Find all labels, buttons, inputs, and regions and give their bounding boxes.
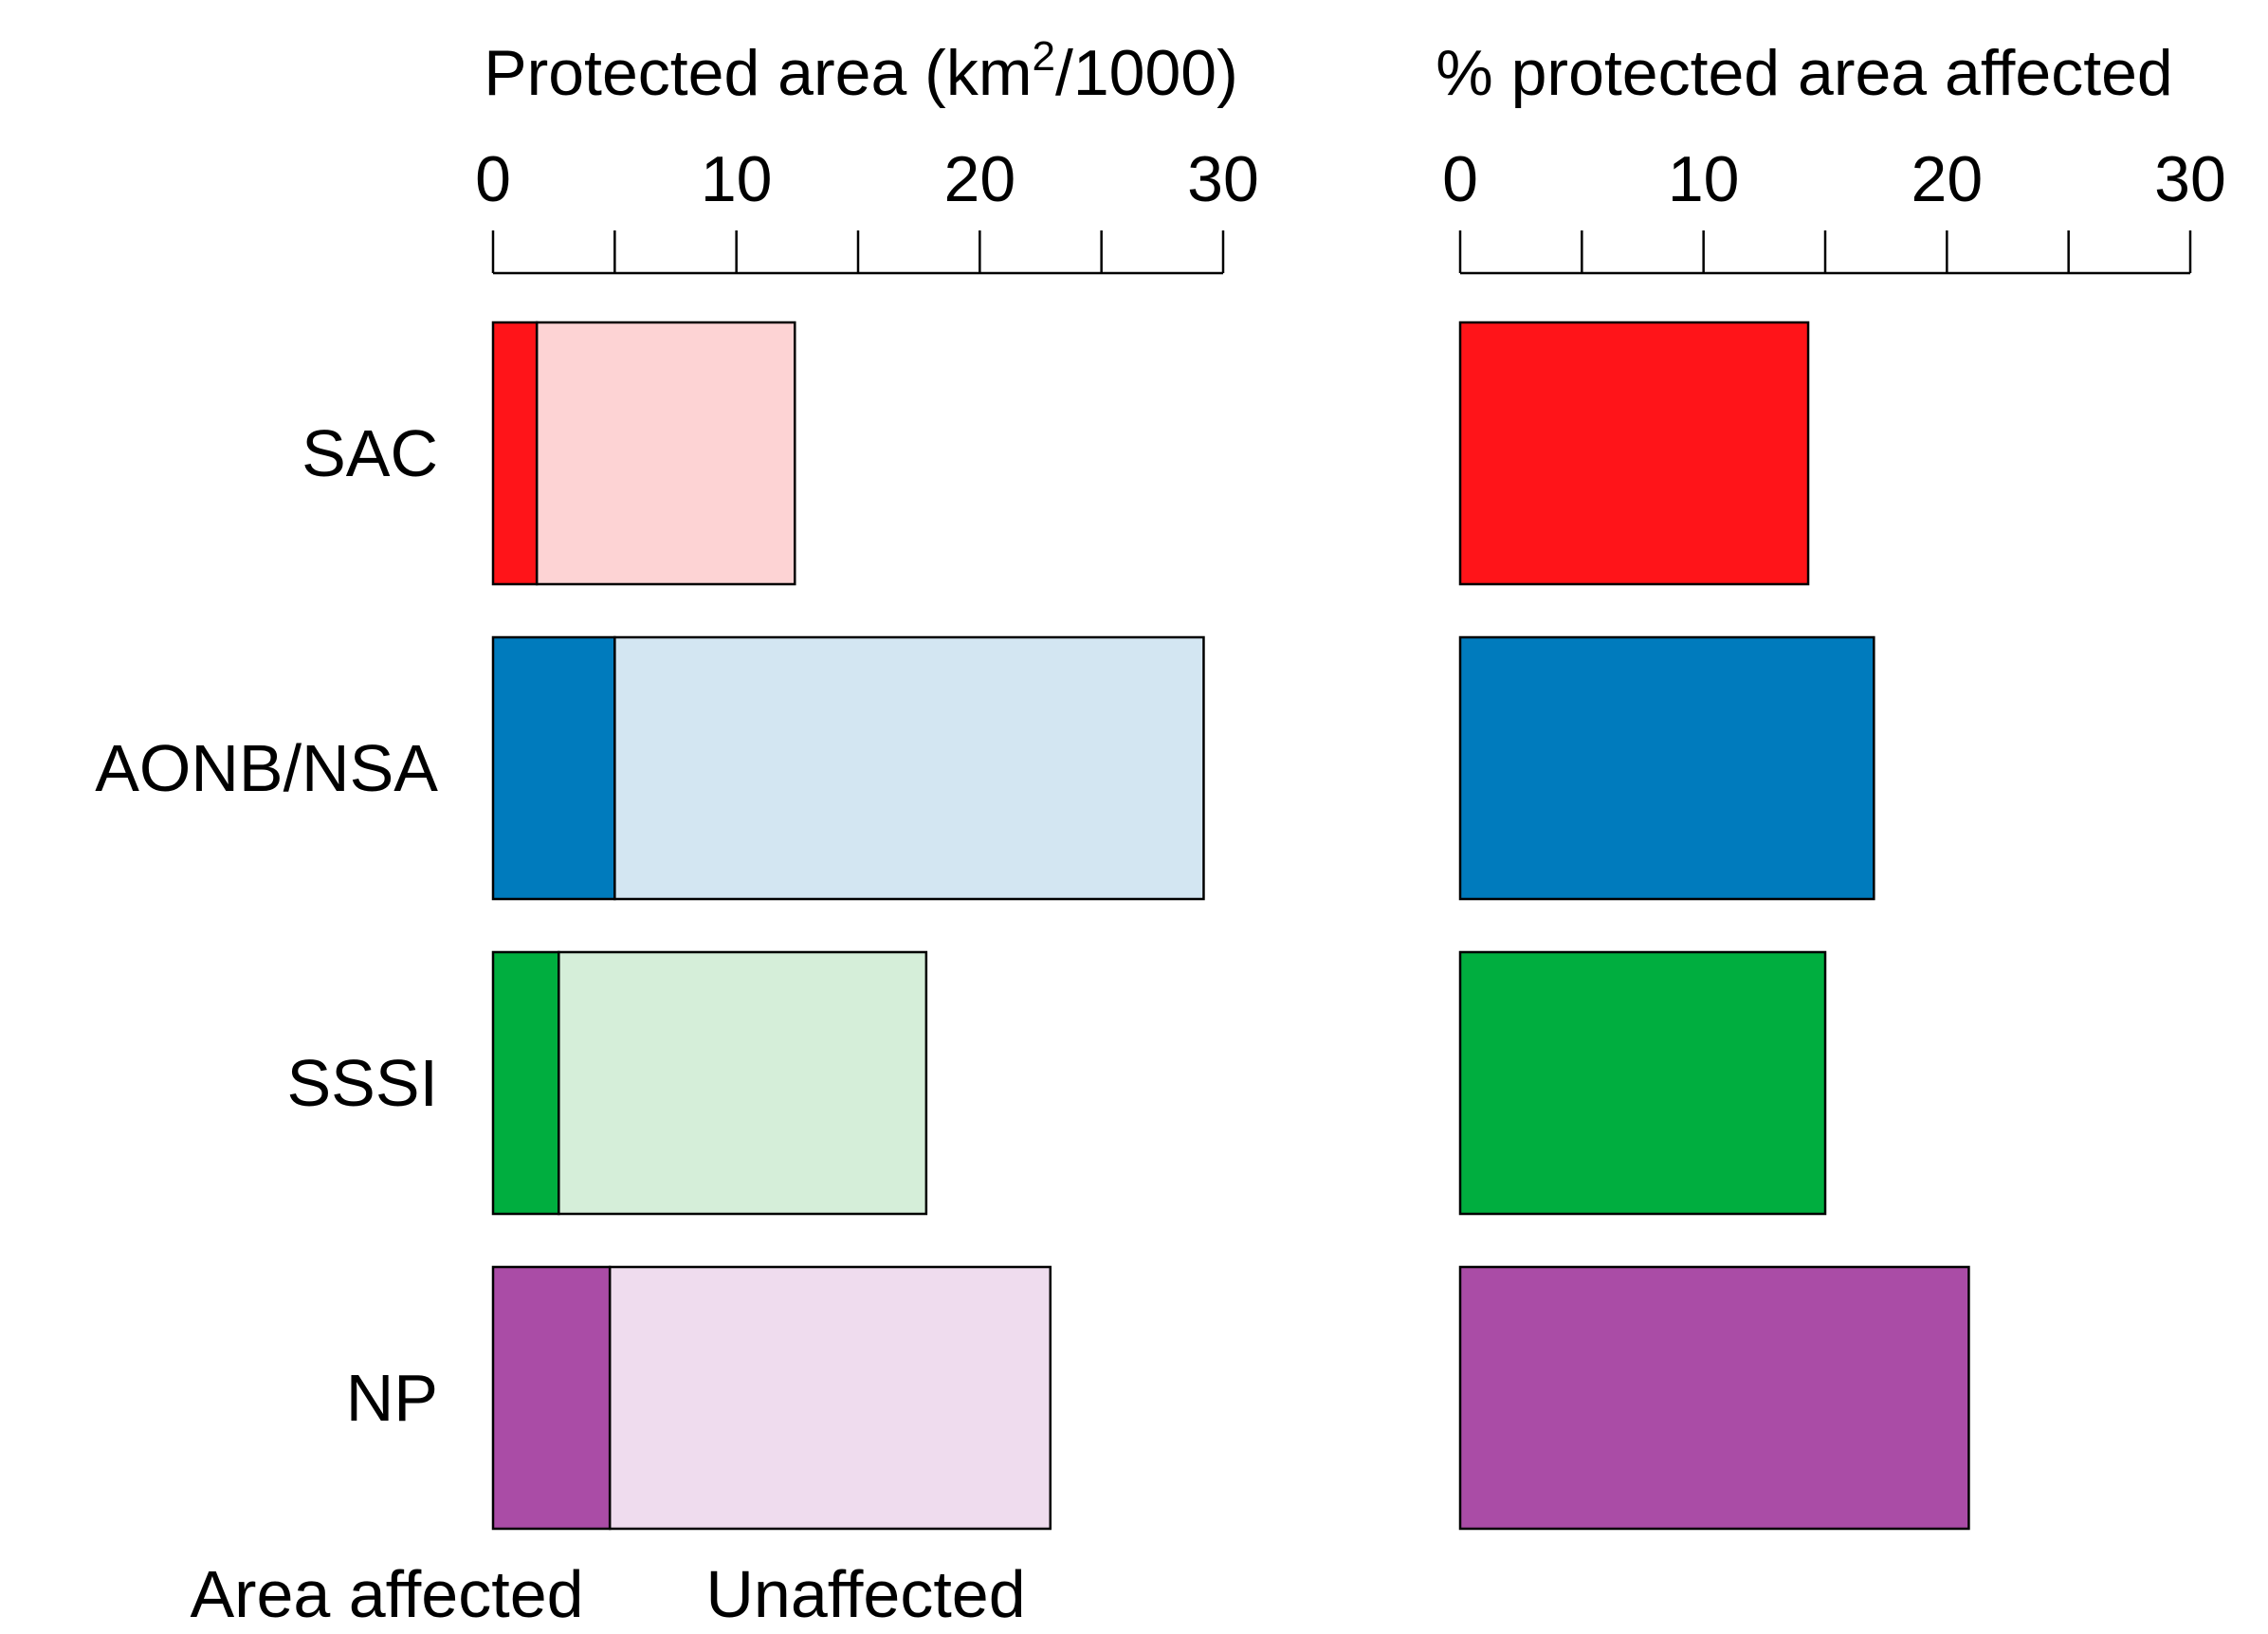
left-tick-label: 10 <box>701 143 773 215</box>
bar-unaffected <box>608 1265 1052 1531</box>
category-labels: SAC AONB/NSA SSSI NP <box>95 416 438 1435</box>
right-tick-label: 20 <box>1911 143 1984 215</box>
left-tick-label: 20 <box>944 143 1016 215</box>
bar-unaffected <box>613 635 1205 901</box>
bar-area-affected <box>491 1265 612 1531</box>
legend-unaffected: Unaffected <box>705 1557 1025 1631</box>
category-label: AONB/NSA <box>95 731 438 805</box>
bar-percent-affected <box>1458 635 1875 901</box>
category-label: NP <box>346 1361 438 1435</box>
category-label: SAC <box>302 416 438 490</box>
bar-percent-affected <box>1458 1265 1970 1531</box>
bar-percent-affected <box>1458 950 1827 1216</box>
legend-area-affected: Area affected <box>190 1557 583 1631</box>
right-axis: 0 10 20 30 <box>1442 143 2226 275</box>
right-tick-label: 30 <box>2154 143 2226 215</box>
left-axis-title-prefix: Protected area (km <box>484 37 1032 109</box>
left-axis: 0 10 20 30 <box>475 143 1259 275</box>
left-bars <box>491 321 1205 1531</box>
right-axis-title: % protected area affected <box>1436 37 2172 109</box>
right-tick-label: 0 <box>1442 143 1478 215</box>
right-bars <box>1458 321 1970 1531</box>
left-axis-title-suffix: /1000) <box>1055 37 1238 109</box>
bar-area-affected <box>491 950 560 1216</box>
left-tick-label: 0 <box>475 143 511 215</box>
left-tick-label: 30 <box>1187 143 1259 215</box>
bar-area-affected <box>491 635 616 901</box>
category-label: SSSI <box>286 1046 438 1120</box>
bar-unaffected <box>535 321 796 586</box>
bar-unaffected <box>558 950 928 1216</box>
bar-percent-affected <box>1458 321 1810 586</box>
left-axis-title: Protected area (km2/1000) <box>484 33 1238 109</box>
bar-area-affected <box>491 321 539 586</box>
left-axis-title-superscript: 2 <box>1032 33 1054 80</box>
right-tick-label: 10 <box>1668 143 1740 215</box>
